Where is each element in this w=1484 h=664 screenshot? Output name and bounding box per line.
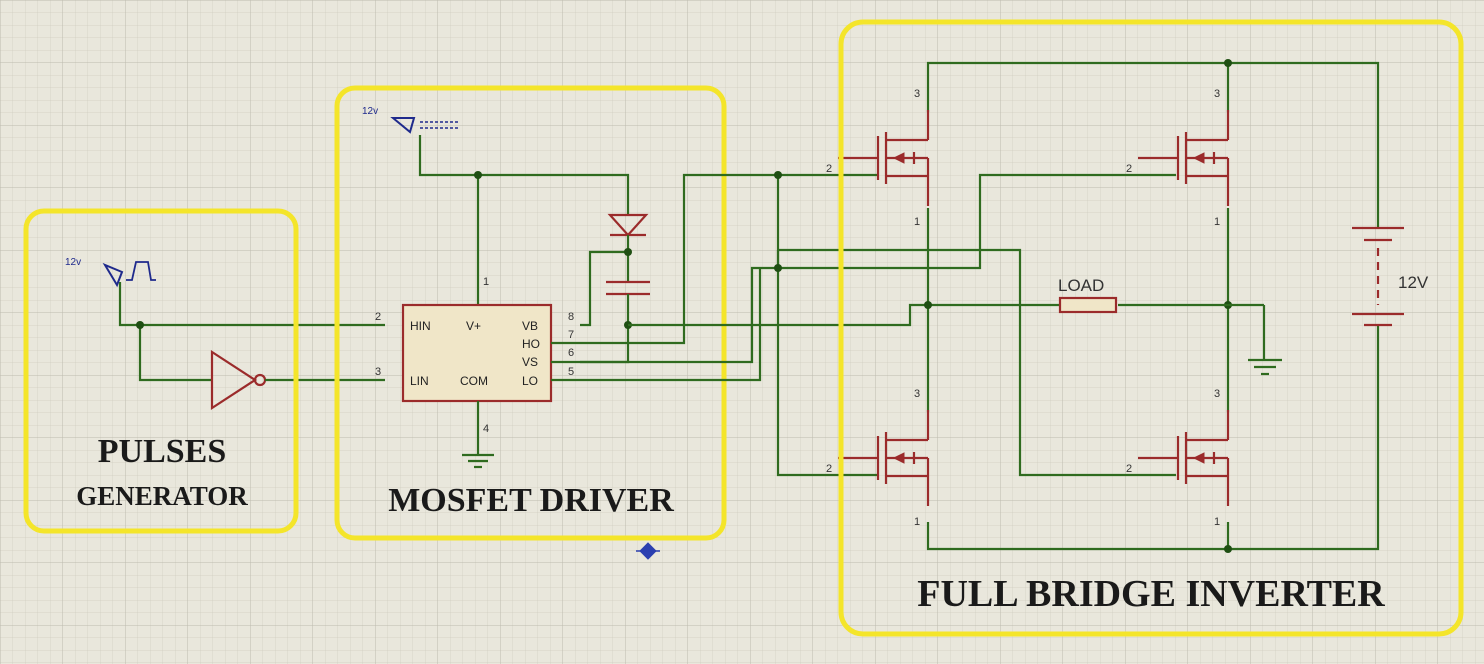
pin-5-number: 5 xyxy=(568,366,574,378)
q4-source-pin: 1 xyxy=(1214,516,1220,528)
q3-gate-pin: 2 xyxy=(826,463,832,475)
generator-title: GENERATOR xyxy=(76,481,248,511)
q1-gate-pin: 2 xyxy=(826,163,832,175)
pin-7-number: 7 xyxy=(568,329,574,341)
driver-title: MOSFET DRIVER xyxy=(388,482,674,519)
pin-hin-label: HIN xyxy=(410,319,431,333)
pin-6-number: 6 xyxy=(568,347,574,359)
pin-3-number: 3 xyxy=(375,366,381,378)
q4-gate-pin: 2 xyxy=(1126,463,1132,475)
battery-label: 12V xyxy=(1398,273,1429,292)
pulses-title: PULSES xyxy=(98,433,227,470)
pulse-voltage-label: 12v xyxy=(65,257,81,268)
bootstrap-diode xyxy=(580,213,649,327)
origin-marker-icon xyxy=(636,542,660,560)
q1-source-pin: 1 xyxy=(914,216,920,228)
q2-source-pin: 1 xyxy=(1214,216,1220,228)
pin-lo-label: LO xyxy=(522,374,538,388)
mosfet-pin-numbers: 2 3 1 2 3 1 2 3 1 2 3 1 xyxy=(826,88,1220,528)
pin-vb-label: VB xyxy=(522,319,538,333)
battery-12v: 12V xyxy=(1352,226,1429,327)
mosfet-driver-block xyxy=(334,85,727,541)
q3-drain-pin: 3 xyxy=(914,388,920,400)
q3-source-pin: 1 xyxy=(914,516,920,528)
pin-vplus-label: V+ xyxy=(466,319,481,333)
ir2110-driver-ic: HIN LIN V+ COM VB HO VS LO 2 3 1 4 8 7 6… xyxy=(375,276,574,455)
pin-vs-label: VS xyxy=(522,355,538,369)
q2-drain-pin: 3 xyxy=(1214,88,1220,100)
pin-2-number: 2 xyxy=(375,311,381,323)
bridge-title: FULL BRIDGE INVERTER xyxy=(917,573,1385,615)
pin-lin-label: LIN xyxy=(410,374,429,388)
load-label: LOAD xyxy=(1058,276,1104,295)
q2-gate-pin: 2 xyxy=(1126,163,1132,175)
pulses-generator-block xyxy=(23,208,299,534)
q1-drain-pin: 3 xyxy=(914,88,920,100)
pin-ho-label: HO xyxy=(522,337,540,351)
bridge-ground-icon xyxy=(1248,358,1282,376)
driver-supply: 12v xyxy=(362,106,630,305)
driver-supply-label: 12v xyxy=(362,106,378,117)
q4-drain-pin: 3 xyxy=(1214,388,1220,400)
bridge-rails xyxy=(924,59,1380,553)
full-bridge-inverter-block xyxy=(838,19,1464,637)
pin-com-label: COM xyxy=(460,374,488,388)
gate-drive-wires xyxy=(551,171,1176,477)
inverter-gate xyxy=(210,349,385,411)
load-resistor: LOAD xyxy=(1058,276,1118,314)
pin-4-number: 4 xyxy=(483,423,489,435)
driver-ground-icon xyxy=(462,453,494,469)
pin-1-number: 1 xyxy=(483,276,489,288)
pin-8-number: 8 xyxy=(568,311,574,323)
